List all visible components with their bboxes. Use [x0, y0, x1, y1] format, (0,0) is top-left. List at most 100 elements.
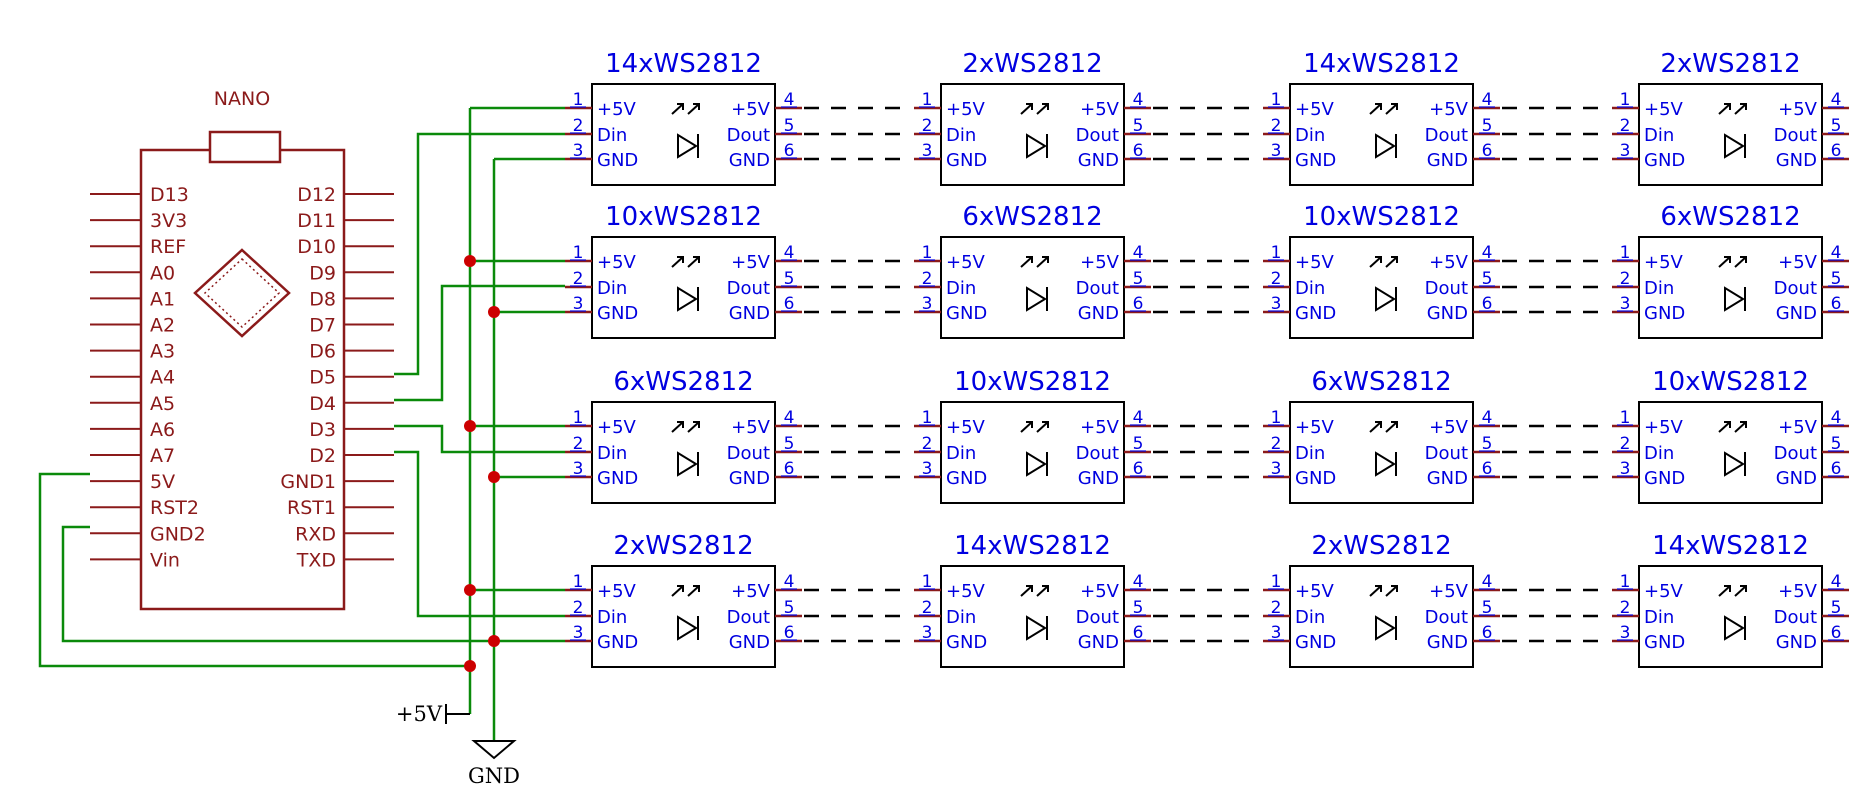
led-pin-label: +5V: [1080, 99, 1120, 120]
led-pin-number: 4: [1482, 572, 1493, 592]
led-pin-label: Din: [1295, 278, 1325, 299]
led-pin-number: 2: [1271, 434, 1282, 454]
led-pin-label: Dout: [1076, 125, 1119, 146]
gnd-label: GND: [468, 764, 520, 788]
led-pin-label: GND: [1776, 632, 1817, 653]
wire-5v: [38, 472, 470, 668]
led-pin-label: Dout: [1774, 607, 1817, 628]
led-pin-label: Dout: [1076, 607, 1119, 628]
led-pin-label: +5V: [597, 252, 637, 273]
led-pin-number: 3: [1620, 459, 1631, 479]
led-pin-label: +5V: [1644, 252, 1684, 273]
led-strip-label: 6xWS2812: [1660, 202, 1800, 232]
wiring: [38, 106, 565, 741]
led-pin-label: GND: [729, 303, 770, 324]
led-pin-label: +5V: [1295, 417, 1335, 438]
nano-pin-label: A7: [150, 445, 175, 467]
led-icon: [1369, 256, 1398, 312]
led-icon: [1718, 103, 1747, 159]
nano-pin: D8: [309, 288, 394, 310]
led-pin-number: 1: [1620, 408, 1631, 428]
led-strip-label: 14xWS2812: [1303, 49, 1460, 79]
nano-pin: D3: [309, 419, 394, 441]
nano-pin-label: A1: [150, 288, 175, 310]
led-pin-number: 5: [1482, 598, 1493, 618]
led-pin-number: 6: [1482, 459, 1493, 479]
wire-d4: [394, 284, 565, 402]
nano-pin: D13: [90, 184, 189, 206]
led-pin-label: GND: [729, 632, 770, 653]
led-icon: [1020, 103, 1049, 159]
led-icon: [1718, 256, 1747, 312]
led-pin-label: GND: [729, 468, 770, 489]
led-pin-number: 5: [784, 116, 795, 136]
led-strip-label: 10xWS2812: [954, 367, 1111, 397]
led-pin-label: GND: [1078, 303, 1119, 324]
led-strip-label: 10xWS2812: [1652, 367, 1809, 397]
led-pin-number: 6: [1831, 141, 1842, 161]
led-icon: [1369, 421, 1398, 477]
led-pin-number: 5: [1482, 269, 1493, 289]
nano-pin: Vin: [90, 549, 180, 571]
led-pin-label: GND: [1078, 632, 1119, 653]
led-pin-label: +5V: [731, 417, 771, 438]
led-pin-label: GND: [1427, 468, 1468, 489]
nano-pin-label: D9: [309, 262, 336, 284]
led-pin-label: +5V: [946, 99, 986, 120]
led-pin-number: 5: [784, 269, 795, 289]
led-pin-number: 3: [573, 141, 584, 161]
led-icon: [671, 103, 700, 159]
led-pin-label: +5V: [1080, 581, 1120, 602]
led-pin-number: 6: [1831, 294, 1842, 314]
led-pin-label: GND: [597, 303, 638, 324]
led-pin-number: 4: [784, 408, 795, 428]
led-strip-label: 2xWS2812: [613, 531, 753, 561]
led-pin-label: +5V: [1295, 581, 1335, 602]
led-pin-number: 5: [1831, 598, 1842, 618]
led-pin-label: Dout: [1774, 278, 1817, 299]
led-pin-number: 4: [1482, 243, 1493, 263]
junction-dot: [488, 471, 500, 483]
led-pin-label: +5V: [946, 417, 986, 438]
nano-pin: A7: [90, 445, 175, 467]
led-pin-number: 5: [1482, 434, 1493, 454]
led-strip-label: 6xWS2812: [962, 202, 1102, 232]
led-pin-number: 3: [922, 623, 933, 643]
ground-icon: GND: [468, 740, 520, 788]
nano-pin-label: 3V3: [150, 210, 187, 232]
wire-d5: [394, 132, 565, 376]
nano-pin-label: REF: [150, 236, 186, 258]
led-strip-label: 6xWS2812: [613, 367, 753, 397]
led-pin-label: Din: [946, 443, 976, 464]
vcc-symbol: +5V: [396, 702, 470, 726]
nano-pin-label: RST2: [150, 497, 199, 519]
nano-pin-label: RXD: [295, 523, 336, 545]
nano-pin: REF: [90, 236, 186, 258]
nano-pin-label: D5: [309, 367, 336, 389]
led-pin-number: 4: [784, 243, 795, 263]
led-pin-number: 3: [573, 623, 584, 643]
led-pin-number: 2: [1620, 434, 1631, 454]
led-icon: [1020, 421, 1049, 477]
nano-pin-label: D3: [309, 419, 336, 441]
led-pin-number: 6: [1482, 141, 1493, 161]
led-pin-label: +5V: [1644, 581, 1684, 602]
led-pin-label: GND: [1295, 468, 1336, 489]
led-pin-label: +5V: [1429, 252, 1469, 273]
led-pin-label: +5V: [1080, 252, 1120, 273]
nano-pin: 3V3: [90, 210, 187, 232]
nano-pin: A2: [90, 315, 175, 337]
nano-pin-label: 5V: [150, 471, 175, 493]
led-strip-label: 2xWS2812: [1660, 49, 1800, 79]
led-pin-label: GND: [597, 150, 638, 171]
led-pin-label: Dout: [727, 607, 770, 628]
led-pin-label: GND: [1644, 632, 1685, 653]
